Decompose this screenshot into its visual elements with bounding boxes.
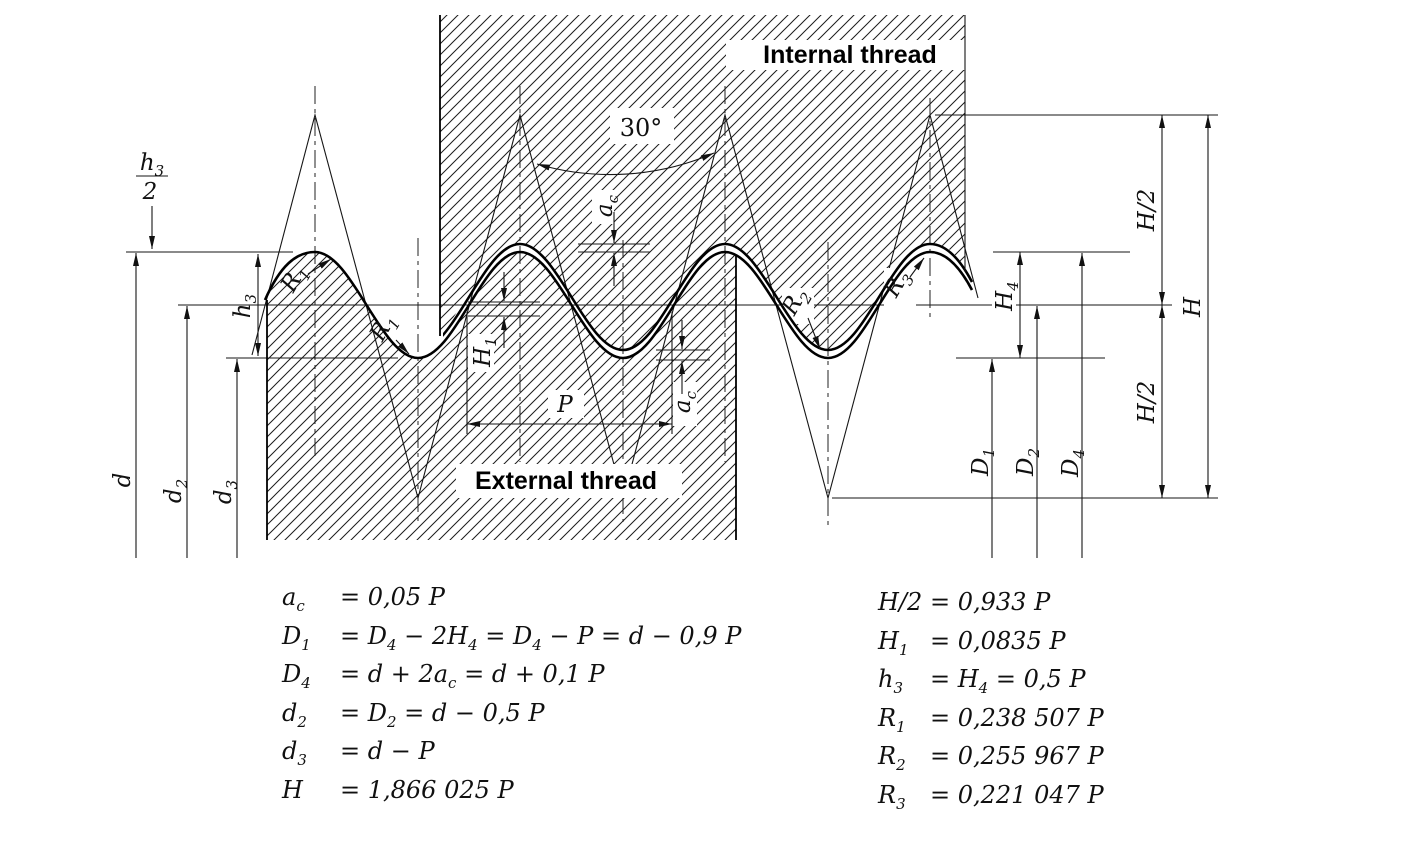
formula-rhs: = d − P xyxy=(340,737,435,765)
dim-angle-30 xyxy=(536,152,715,176)
formula-rhs: = 0,933 P xyxy=(930,588,1051,616)
label-h3-over-2: h3 2 xyxy=(140,150,164,205)
formula-lhs: d2 xyxy=(282,698,307,731)
label-H-half-lower: H/2 xyxy=(1134,381,1160,424)
label-H1: H1 xyxy=(470,337,500,368)
dim-ac-crest xyxy=(578,212,650,286)
formula-R3: R3 = 0,221 047 P xyxy=(878,776,1104,815)
leader-R2 xyxy=(807,317,821,350)
formula-H1: H1 = 0,0835 P xyxy=(878,622,1104,661)
formula-lhs: d3 xyxy=(282,737,307,769)
external-thread-label: External thread xyxy=(475,467,657,495)
formula-R1: R1 = 0,238 507 P xyxy=(878,699,1104,738)
formula-lhs: H1 xyxy=(878,626,909,659)
dim-ac-root xyxy=(656,320,710,394)
dim-P xyxy=(466,312,673,434)
centerlines xyxy=(314,86,931,525)
external-thread-profile xyxy=(263,250,974,360)
formula-lhs: H/2 xyxy=(878,588,923,616)
label-H: H xyxy=(1180,296,1206,318)
thread-profiles xyxy=(263,15,974,540)
formula-d3: d3 = d − P xyxy=(282,732,741,771)
formula-D4: D4 = d + 2ac = d + 0,1 P xyxy=(282,655,741,694)
formula-rhs: = 0,221 047 P xyxy=(930,780,1104,809)
formula-rhs: = 1,866 025 P xyxy=(340,775,514,804)
internal-thread-profile xyxy=(443,242,974,352)
angle-label: 30° xyxy=(620,114,663,142)
dim-H1 xyxy=(468,272,540,348)
formula-H-half: H/2= 0,933 P xyxy=(878,583,1104,622)
leader-R1-crest xyxy=(307,258,332,275)
formula-lhs: D4 xyxy=(282,660,311,692)
label-D1: D1 xyxy=(968,448,998,477)
formula-rhs: = 0,05 P xyxy=(340,583,445,611)
formula-d2: d2 = D2 = d − 0,5 P xyxy=(282,694,741,733)
label-d: d xyxy=(110,473,136,488)
dimensions xyxy=(133,115,1211,558)
formula-D1: D1 = D4 − 2H4 = D4 − P = d − 0,9 P xyxy=(282,617,741,656)
formula-rhs: = 0,0835 P xyxy=(930,626,1066,655)
label-P: P xyxy=(556,392,573,418)
formula-rhs: = d + 2ac = d + 0,1 P xyxy=(340,660,605,692)
dim-h3-half xyxy=(136,175,168,249)
formula-lhs: H xyxy=(282,775,303,804)
label-H4: H4 xyxy=(992,281,1022,312)
svg-text:h3: h3 xyxy=(140,150,164,180)
formula-lhs: R3 xyxy=(878,780,906,813)
leader-R3 xyxy=(909,257,925,278)
formula-rhs: = 0,255 967 P xyxy=(930,742,1104,770)
formula-lhs: R2 xyxy=(878,742,906,774)
formula-rhs: = D4 − 2H4 = D4 − P = d − 0,9 P xyxy=(340,621,742,654)
label-d3: d3 xyxy=(211,480,241,504)
formula-lhs: ac xyxy=(282,583,305,615)
formula-column-left: ac = 0,05 P D1 = D4 − 2H4 = D4 − P = d − 0… xyxy=(282,578,741,809)
formula-lhs: D1 xyxy=(282,621,311,654)
formula-H: H = 1,866 025 P xyxy=(282,771,741,810)
label-H-half-upper: H/2 xyxy=(1134,189,1160,232)
formula-R2: R2 = 0,255 967 P xyxy=(878,737,1104,776)
label-ac-crest: ac xyxy=(592,194,622,217)
formula-ac: ac = 0,05 P xyxy=(282,578,741,617)
formula-rhs: = H4 = 0,5 P xyxy=(930,665,1086,697)
label-h3: h3 xyxy=(230,294,260,318)
label-D4: D4 xyxy=(1058,449,1088,478)
thread-profile-diagram: Internal thread External thread 30° h3 2… xyxy=(110,15,1218,558)
label-D2: D2 xyxy=(1013,448,1043,477)
leader-R1-root xyxy=(395,339,410,355)
svg-text:2: 2 xyxy=(142,179,158,205)
formula-rhs: = 0,238 507 P xyxy=(930,703,1104,732)
formula-lhs: h3 xyxy=(878,665,904,697)
label-ac-root: ac xyxy=(670,390,700,413)
formula-rhs: = D2 = d − 0,5 P xyxy=(340,698,545,731)
formula-h3: h3 = H4 = 0,5 P xyxy=(878,660,1104,699)
internal-thread-label: Internal thread xyxy=(763,41,937,69)
formula-lhs: R1 xyxy=(878,703,906,736)
label-d2: d2 xyxy=(161,479,191,503)
formula-column-right: H/2= 0,933 P H1 = 0,0835 P h3 = H4 = 0,5 P… xyxy=(878,583,1104,814)
hatch-internal-thread xyxy=(440,15,965,350)
